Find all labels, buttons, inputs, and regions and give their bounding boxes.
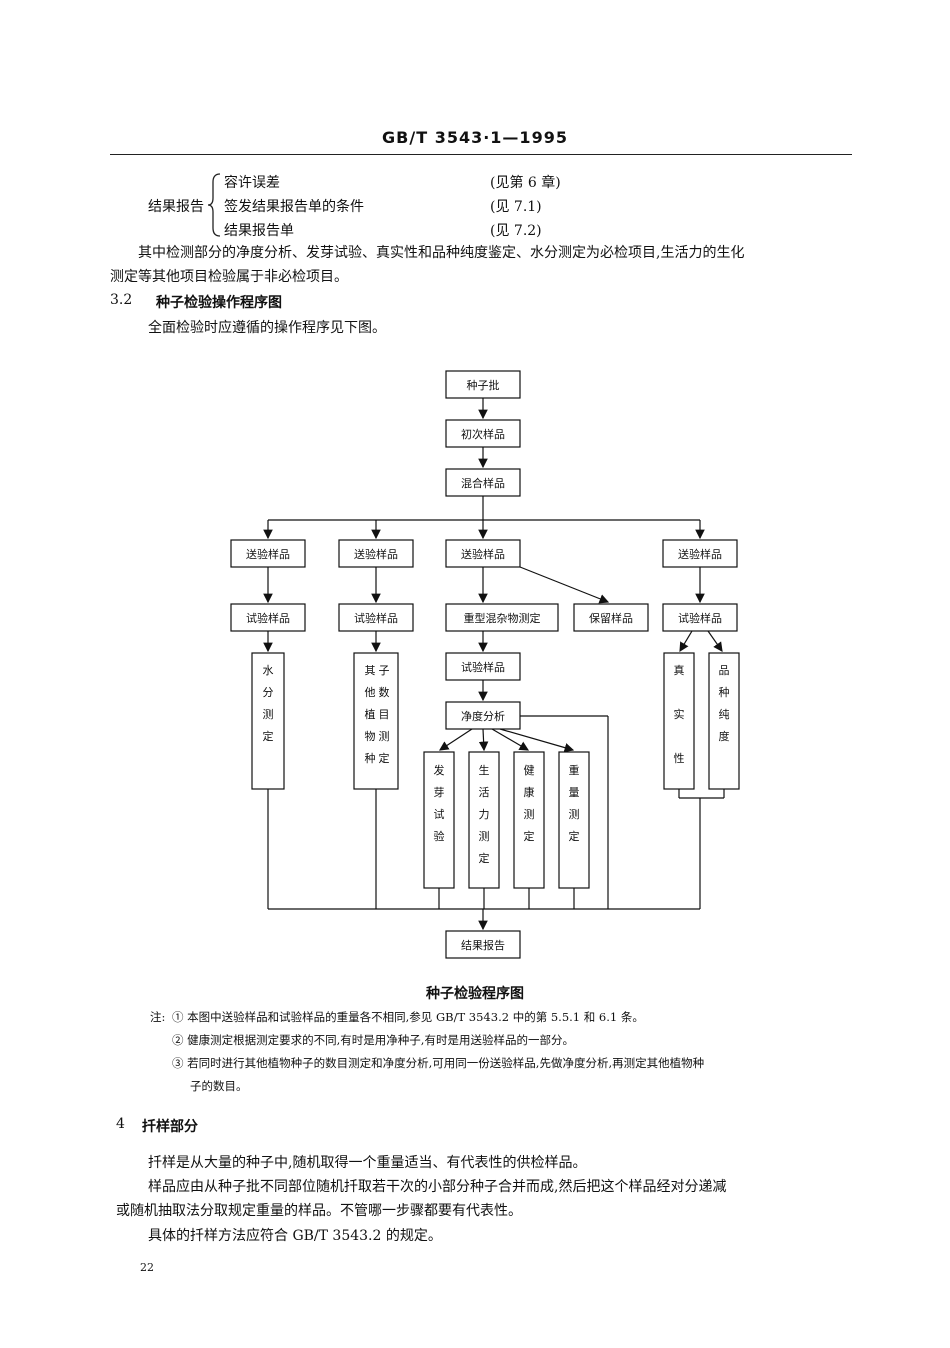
label-authenticity-0: 真 bbox=[674, 663, 685, 677]
seed-testing-flowchart: 种子批 初次样品 混合样品 送验样品 送验样品 送验样品 送验样品 试验样品 试… bbox=[230, 370, 740, 959]
label-other-a3: 物 bbox=[365, 729, 376, 743]
label-germination-3: 验 bbox=[434, 829, 445, 843]
label-authenticity-1: 实 bbox=[674, 707, 685, 721]
label-other-a0: 其 bbox=[365, 664, 376, 677]
label-working-2: 试验样品 bbox=[354, 611, 398, 625]
label-variety-1: 种 bbox=[719, 685, 730, 699]
label-variety-2: 纯 bbox=[719, 708, 730, 721]
label-submitted-4: 送验样品 bbox=[678, 547, 722, 561]
label-other-b4: 定 bbox=[379, 751, 390, 765]
label-heavy-matter: 重型混杂物测定 bbox=[464, 611, 541, 625]
note-3-line2: 子的数目。 bbox=[190, 1079, 248, 1093]
paragraph-1-line2: 测定等其他项目检验属于非必检项目。 bbox=[110, 269, 348, 285]
label-viability-0: 生 bbox=[479, 763, 490, 777]
note-1: ① 本图中送验样品和试验样品的重量各不相同,参见 GB/T 3543.2 中的第… bbox=[172, 1010, 644, 1024]
label-variety-0: 品 bbox=[719, 664, 730, 677]
label-other-a1: 他 bbox=[365, 686, 376, 699]
label-health-2: 测 bbox=[524, 808, 535, 821]
section-4-p2-line1: 样品应由从种子批不同部位随机扦取若干次的小部分种子合并而成,然后把这个样品经对分… bbox=[148, 1179, 727, 1195]
header-rule bbox=[110, 154, 852, 155]
label-weight-1: 量 bbox=[569, 786, 580, 799]
label-other-b0: 子 bbox=[379, 664, 390, 677]
section-4-p1: 扦样是从大量的种子中,随机取得一个重量适当、有代表性的供检样品。 bbox=[148, 1155, 587, 1171]
label-other-b3: 测 bbox=[379, 730, 390, 743]
section-4-p2-line2: 或随机抽取法分取规定重量的样品。不管哪一步骤都要有代表性。 bbox=[116, 1203, 522, 1219]
label-working-4: 试验样品 bbox=[678, 611, 722, 625]
section-3-2-text: 全面检验时应遵循的操作程序见下图。 bbox=[148, 320, 386, 336]
label-purity: 净度分析 bbox=[461, 709, 505, 723]
brace-icon bbox=[207, 173, 221, 237]
label-working-1: 试验样品 bbox=[246, 611, 290, 625]
label-moisture-3: 定 bbox=[263, 729, 274, 743]
label-health-3: 定 bbox=[524, 829, 535, 843]
label-viability-1: 活 bbox=[479, 786, 490, 799]
label-weight-3: 定 bbox=[569, 829, 580, 843]
label-germination-1: 芽 bbox=[434, 785, 445, 799]
label-submitted-2: 送验样品 bbox=[354, 547, 398, 561]
section-4-number: 4 bbox=[116, 1116, 125, 1132]
label-weight-2: 测 bbox=[569, 808, 580, 821]
box-working-4 bbox=[662, 603, 738, 632]
label-result: 结果报告 bbox=[461, 938, 505, 952]
result-ref-conditions: (见 7.1) bbox=[490, 199, 542, 215]
box-other-seeds bbox=[353, 652, 399, 790]
note-2: ② 健康测定根据测定要求的不同,有时是用净种子,有时是用送验样品的一部分。 bbox=[172, 1033, 574, 1047]
label-primary-sample: 初次样品 bbox=[461, 427, 505, 441]
section-3-2-title: 种子检验操作程序图 bbox=[156, 295, 282, 311]
label-health-1: 康 bbox=[524, 785, 535, 799]
result-item-conditions: 签发结果报告单的条件 bbox=[224, 199, 364, 215]
note-3-line1: ③ 若同时进行其他植物种子的数目测定和净度分析,可用同一份送验样品,先做净度分析… bbox=[172, 1056, 705, 1070]
label-submitted-3: 送验样品 bbox=[461, 547, 505, 561]
box-retained bbox=[573, 603, 649, 632]
label-working-3: 试验样品 bbox=[461, 660, 505, 674]
label-authenticity-2: 性 bbox=[674, 751, 685, 765]
label-seed-lot: 种子批 bbox=[467, 378, 500, 392]
figure-caption: 种子检验程序图 bbox=[426, 986, 524, 1002]
result-report-label: 结果报告 bbox=[148, 199, 204, 215]
notes-prefix: 注: bbox=[150, 1010, 166, 1024]
label-other-b2: 目 bbox=[379, 708, 390, 721]
label-viability-4: 定 bbox=[479, 851, 490, 865]
label-weight-0: 重 bbox=[569, 763, 580, 777]
section-3-2-number: 3.2 bbox=[110, 292, 133, 308]
label-variety-3: 度 bbox=[719, 729, 730, 743]
label-other-a2: 植 bbox=[365, 707, 376, 721]
label-moisture-0: 水 bbox=[263, 664, 274, 677]
result-ref-tolerance: (见第 6 章) bbox=[490, 175, 561, 191]
label-viability-3: 测 bbox=[479, 830, 490, 843]
box-result bbox=[445, 930, 521, 959]
section-4-p3: 具体的扦样方法应符合 GB/T 3543.2 的规定。 bbox=[148, 1228, 442, 1244]
box-heavy-matter bbox=[445, 603, 559, 632]
label-viability-2: 力 bbox=[479, 808, 490, 821]
label-submitted-1: 送验样品 bbox=[246, 547, 290, 561]
result-ref-report-form: (见 7.2) bbox=[490, 223, 542, 239]
label-moisture-1: 分 bbox=[263, 686, 274, 699]
result-item-tolerance: 容许误差 bbox=[224, 175, 280, 191]
label-germination-2: 试 bbox=[434, 808, 445, 821]
result-item-report-form: 结果报告单 bbox=[224, 223, 294, 239]
label-other-a4: 种 bbox=[365, 751, 376, 765]
label-composite-sample: 混合样品 bbox=[461, 476, 505, 490]
label-other-b1: 数 bbox=[379, 686, 390, 699]
section-4-title: 扦样部分 bbox=[142, 1119, 198, 1135]
standard-header: GB/T 3543·1—1995 bbox=[382, 128, 568, 147]
label-germination-0: 发 bbox=[434, 763, 445, 777]
label-health-0: 健 bbox=[524, 764, 535, 777]
label-retained: 保留样品 bbox=[589, 611, 633, 625]
label-moisture-2: 测 bbox=[263, 708, 274, 721]
page-number: 22 bbox=[140, 1261, 154, 1274]
paragraph-1-line1: 其中检测部分的净度分析、发芽试验、真实性和品种纯度鉴定、水分测定为必检项目,生活… bbox=[138, 245, 745, 261]
